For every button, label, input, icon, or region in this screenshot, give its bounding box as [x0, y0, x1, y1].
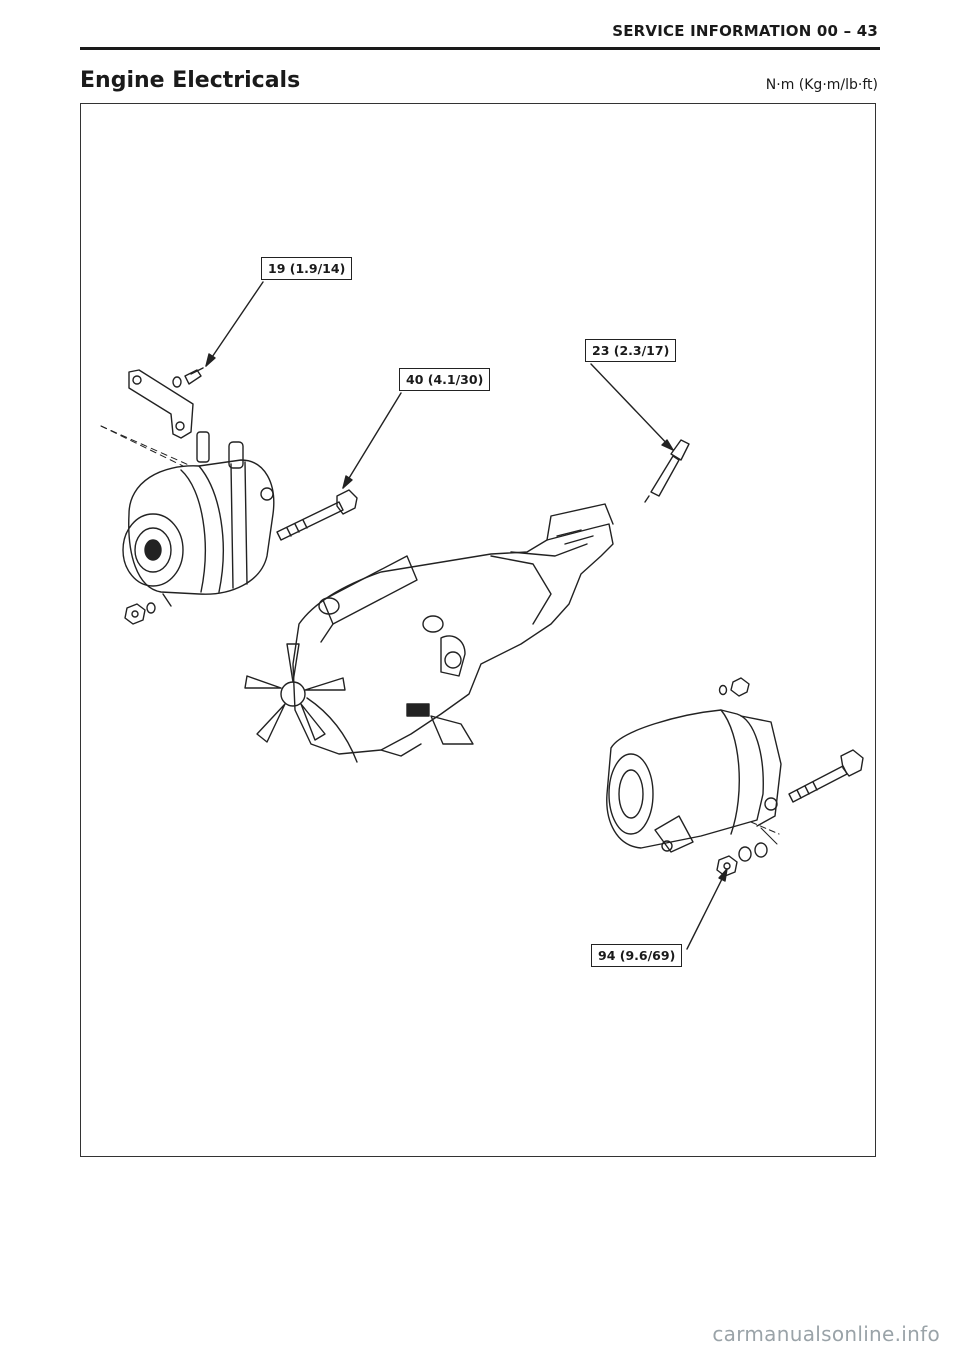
torque-callout-alternator-bolt: 40 (4.1/30)	[399, 368, 491, 391]
header-section-title: SERVICE INFORMATION 00 – 43	[612, 22, 878, 40]
alternator-nut	[124, 602, 156, 625]
starter-motor	[606, 709, 782, 853]
starter-bolt	[788, 749, 864, 803]
torque-units: N·m (Kg·m/lb·ft)	[765, 77, 878, 93]
page-title: Engine Electricals	[80, 68, 301, 93]
engine-transmission	[292, 503, 614, 757]
bracket-bolt	[172, 367, 204, 388]
starter-nut-washers	[716, 842, 768, 877]
header-rule	[80, 47, 880, 50]
watermark: carmanualsonline.info	[712, 1322, 940, 1346]
alternator-bracket	[100, 369, 194, 467]
cooling-fan	[244, 643, 358, 763]
glow-plug	[644, 439, 690, 503]
torque-callout-starter-nut: 94 (9.6/69)	[591, 944, 683, 967]
starter-top-nut	[718, 677, 750, 697]
diagram-frame: 19 (1.9/14) 40 (4.1/30) 23 (2.3/17) 94 (…	[80, 103, 876, 1157]
torque-callout-glow-plug: 23 (2.3/17)	[585, 339, 677, 362]
leader-lines	[205, 281, 728, 950]
alternator	[100, 425, 275, 607]
alternator-through-bolt	[276, 489, 358, 541]
engine-electricals-diagram	[100, 281, 864, 950]
torque-callout-alternator-bracket: 19 (1.9/14)	[261, 257, 353, 280]
